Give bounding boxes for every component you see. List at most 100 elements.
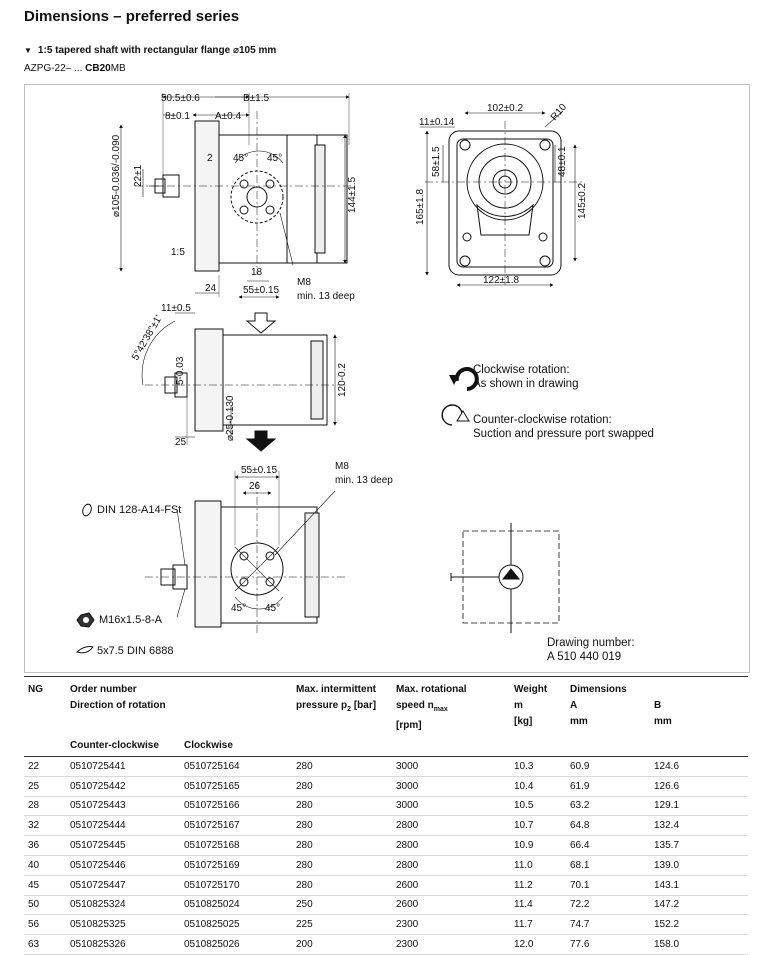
dim-b: B±1.5 <box>243 93 269 104</box>
cell-order-cw: 0510725167 <box>180 815 292 837</box>
table-header-row: NG Order number Direction of rotation Ma… <box>24 676 748 736</box>
technical-drawing: 50.5±0.6 B±1.5 8±0.1 A±0.4 22±1 ⌀105-0.0… <box>24 84 750 673</box>
dim-a-unit: mm <box>570 716 588 727</box>
cell-weight: 11.2 <box>510 875 566 896</box>
cell-weight: 10.7 <box>510 815 566 837</box>
dim-angle: 5°42'38"±1' <box>130 313 165 362</box>
cell-order-ccw: 0510725443 <box>66 796 180 817</box>
cell-order-cw: 0510725164 <box>180 756 292 777</box>
dim-145: 145±0.2 <box>577 182 588 219</box>
cell-weight: 10.4 <box>510 776 566 797</box>
counterclockwise-arrow-icon <box>441 404 463 426</box>
drawing-canvas: 50.5±0.6 B±1.5 8±0.1 A±0.4 22±1 ⌀105-0.0… <box>75 93 588 654</box>
cell-pressure: 280 <box>292 835 392 856</box>
cell-weight: 10.9 <box>510 835 566 856</box>
cell-ng: 56 <box>24 914 66 936</box>
dimensions-header: Dimensions <box>570 684 627 695</box>
dim-a: A±0.4 <box>215 111 241 122</box>
dim-a-header: A <box>570 700 578 711</box>
section-subtitle: ▼1:5 tapered shaft with rectangular flan… <box>24 45 276 56</box>
cell-ng: 36 <box>24 835 66 856</box>
cell-order-ccw: 0510825324 <box>66 895 180 916</box>
note-din-6888: 5x7.5 DIN 6888 <box>97 645 174 657</box>
cell-speed: 3000 <box>392 756 510 777</box>
drawing-number: A 510 440 019 <box>547 651 622 663</box>
cell-order-cw: 0510825024 <box>180 895 292 916</box>
side-view-middle <box>141 312 345 452</box>
col-weight: Weight m [kg] <box>510 676 566 736</box>
m8-depth-b: min. 13 deep <box>335 475 393 486</box>
cell-ng: 22 <box>24 756 66 777</box>
dim-11-top: 11±0.14 <box>419 117 455 128</box>
m8-label-a: M8 <box>297 277 311 288</box>
specification-table: NG Order number Direction of rotation Ma… <box>24 676 748 955</box>
cell-order-ccw: 0510725447 <box>66 875 180 896</box>
dim-50-5: 50.5±0.6 <box>161 93 200 104</box>
cell-weight: 10.5 <box>510 796 566 817</box>
counterclockwise-title: Counter-clockwise rotation: <box>473 414 612 426</box>
cell-dim-a: 70.1 <box>566 875 650 896</box>
weight-header-b: m <box>514 700 523 711</box>
dim-r10: R10 <box>549 101 570 122</box>
dim-45c: 45° <box>231 603 246 614</box>
cell-weight: 11.0 <box>510 855 566 876</box>
subtitle-text: 1:5 tapered shaft with rectangular flang… <box>37 45 277 56</box>
clockwise-desc: As shown in drawing <box>473 378 579 390</box>
note-m16: M16x1.5-8-A <box>99 614 162 626</box>
m8-label-b: M8 <box>335 461 349 472</box>
cell-pressure: 280 <box>292 796 392 817</box>
table-subheader-row: Counter-clockwise Clockwise <box>24 736 748 757</box>
cell-dim-b: 129.1 <box>650 796 748 817</box>
pressure-unit: [bar] <box>351 700 377 711</box>
dim-8: 8±0.1 <box>165 111 190 122</box>
cell-speed: 2600 <box>392 875 510 896</box>
page-title: Dimensions – preferred series <box>24 8 240 25</box>
dim-25: 25 <box>175 437 187 448</box>
dim-b-header: B <box>654 700 662 711</box>
cell-speed: 2800 <box>392 855 510 876</box>
cell-speed: 2300 <box>392 934 510 955</box>
cell-dim-a: 60.9 <box>566 756 650 777</box>
note-din-128: DIN 128-A14-FSt <box>97 504 182 516</box>
order-number-header: Order number <box>70 684 137 695</box>
dim-2: 2 <box>207 153 213 164</box>
note-icons <box>75 503 95 654</box>
dim-45a: 45° <box>233 153 248 164</box>
cell-order-cw: 0510725166 <box>180 796 292 817</box>
side-view-top-labels: 50.5±0.6 B±1.5 8±0.1 A±0.4 22±1 ⌀105-0.0… <box>111 93 358 302</box>
cell-ng: 45 <box>24 875 66 896</box>
direction-header: Direction of rotation <box>70 700 166 711</box>
cell-dim-b: 126.6 <box>650 776 748 797</box>
cell-order-ccw: 0510725446 <box>66 855 180 876</box>
cell-order-ccw: 0510725441 <box>66 756 180 777</box>
clockwise-arrow-icon <box>454 367 479 391</box>
dim-105: ⌀105-0.036/-0.090 <box>111 134 122 217</box>
cell-weight: 10.3 <box>510 756 566 777</box>
dim-48: 48±0.1 <box>557 146 568 177</box>
col-counter-clockwise: Counter-clockwise <box>66 736 180 757</box>
key-icon <box>75 646 94 654</box>
dim-45d: 45° <box>265 603 280 614</box>
col-ng: NG <box>24 676 66 736</box>
pressure-header-b: pressure p <box>296 700 348 711</box>
clockwise-title: Clockwise rotation: <box>473 364 570 376</box>
cell-dim-b: 135.7 <box>650 835 748 856</box>
speed-header-a: Max. rotational <box>396 684 467 695</box>
cell-pressure: 280 <box>292 815 392 837</box>
cell-dim-b: 147.2 <box>650 895 748 916</box>
dim-5: 5-0.03 <box>175 356 186 385</box>
cell-ng: 25 <box>24 776 66 797</box>
cell-order-cw: 0510725165 <box>180 776 292 797</box>
cell-ng: 28 <box>24 796 66 817</box>
cell-order-cw: 0510725170 <box>180 875 292 896</box>
cell-speed: 2300 <box>392 914 510 936</box>
cell-dim-a: 63.2 <box>566 796 650 817</box>
col-clockwise: Clockwise <box>180 736 292 757</box>
dim-18: 18 <box>251 267 263 278</box>
drawing-number-label: Drawing number: <box>547 637 635 649</box>
